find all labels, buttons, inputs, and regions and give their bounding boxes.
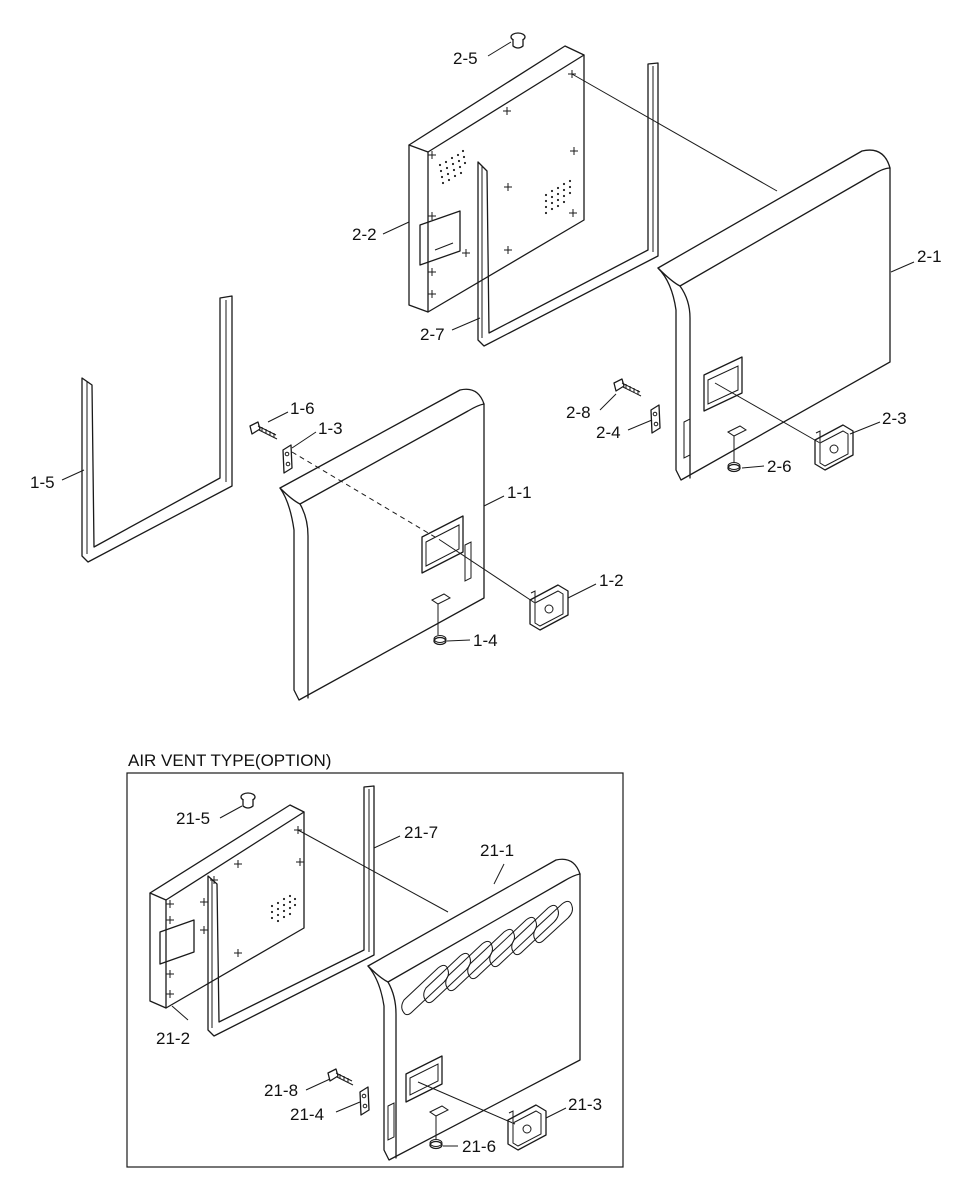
part-21-4-bracket	[359, 1086, 370, 1116]
part-2-8-bolt	[613, 378, 642, 397]
callout-21-8: 21-8	[264, 1081, 298, 1100]
part-21-3-latch	[507, 1104, 547, 1151]
part-2-4-bracket	[650, 404, 661, 434]
part-21-2-inner-panel	[149, 804, 305, 1009]
callout-21-3: 21-3	[568, 1095, 602, 1114]
callout-2-6: 2-6	[767, 457, 792, 476]
callout-21-5: 21-5	[176, 809, 210, 828]
part-1-5-gasket	[81, 295, 233, 563]
part-1-1-outer-door	[279, 388, 485, 701]
option-frame	[126, 772, 624, 1168]
callout-21-2: 21-2	[156, 1029, 190, 1048]
part-2-2-inner-panel	[408, 45, 585, 313]
callout-1-6: 1-6	[290, 399, 315, 418]
part-21-5-plug	[240, 792, 256, 809]
part-21-1-outer-door-vented	[367, 858, 581, 1161]
callout-1-4: 1-4	[473, 631, 498, 650]
callout-21-6: 21-6	[462, 1137, 496, 1156]
part-2-6-grommet	[727, 462, 741, 473]
part-1-3-bracket	[282, 444, 293, 474]
alignment-lines-part-1	[291, 451, 536, 635]
part-2-5-plug	[510, 32, 526, 49]
part-21-8-bolt	[327, 1068, 354, 1086]
part-21-7-gasket	[207, 785, 375, 1037]
callout-2-3: 2-3	[882, 409, 907, 428]
callout-2-5: 2-5	[453, 49, 478, 68]
callout-1-5: 1-5	[30, 473, 55, 492]
callout-2-8: 2-8	[566, 403, 591, 422]
part-1-2-latch	[529, 584, 569, 631]
alignment-lines-option	[297, 829, 516, 1139]
part-21-6-grommet	[429, 1139, 443, 1150]
callout-2-2: 2-2	[352, 225, 377, 244]
option-title: AIR VENT TYPE(OPTION)	[128, 751, 331, 770]
callout-1-2: 1-2	[599, 571, 624, 590]
part-2-1-outer-door	[657, 149, 891, 481]
callout-2-7: 2-7	[420, 325, 445, 344]
callout-1-1: 1-1	[507, 483, 532, 502]
callout-2-1: 2-1	[917, 247, 942, 266]
alignment-lines-upper	[571, 73, 821, 462]
callout-21-7: 21-7	[404, 823, 438, 842]
part-1-6-bolt	[249, 421, 278, 440]
callout-21-1: 21-1	[480, 841, 514, 860]
callout-1-3: 1-3	[318, 419, 343, 438]
callout-2-4: 2-4	[596, 423, 621, 442]
callout-leaders	[61, 41, 915, 1147]
part-1-4-grommet	[433, 635, 447, 646]
callout-21-4: 21-4	[290, 1105, 324, 1124]
part-2-3-latch	[814, 424, 854, 471]
part-2-7-gasket	[477, 62, 659, 347]
